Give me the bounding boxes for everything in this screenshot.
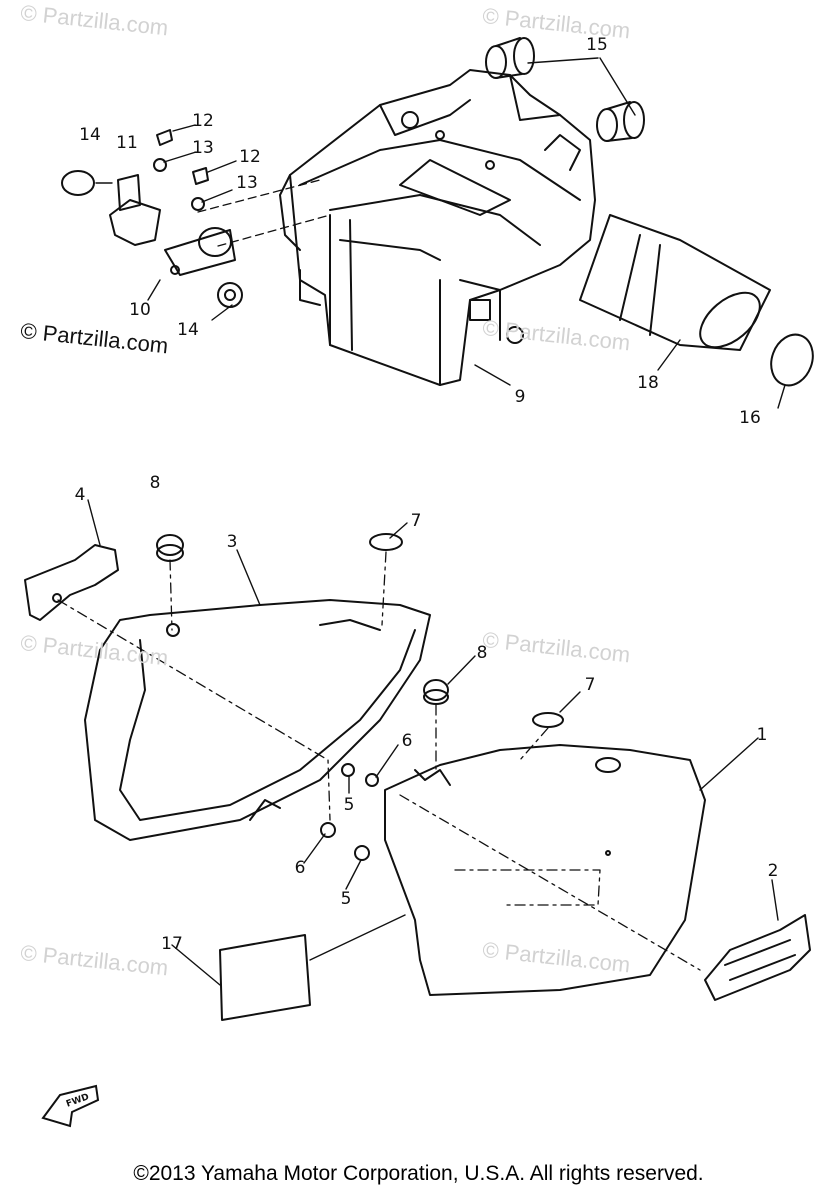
side-cover-bracket-left bbox=[24, 544, 119, 621]
callout-5: 5 bbox=[340, 889, 352, 909]
callout-14: 14 bbox=[177, 320, 199, 340]
caution-label bbox=[219, 934, 311, 1021]
callout-7: 7 bbox=[410, 511, 422, 531]
battery-box-frame bbox=[279, 69, 596, 386]
callout-8: 8 bbox=[476, 643, 488, 663]
callout-3: 3 bbox=[226, 532, 238, 552]
battery-band bbox=[770, 333, 814, 387]
collar-6b bbox=[365, 773, 379, 787]
callout-9: 9 bbox=[514, 387, 526, 407]
callout-8: 8 bbox=[149, 473, 161, 493]
callout-7: 7 bbox=[584, 675, 596, 695]
callout-15: 15 bbox=[586, 35, 608, 55]
callout-5: 5 bbox=[343, 795, 355, 815]
collar-6a bbox=[320, 822, 336, 838]
callout-2: 2 bbox=[767, 861, 779, 881]
damper-upper bbox=[485, 37, 535, 79]
grommet-8-right bbox=[423, 679, 449, 705]
callout-12: 12 bbox=[192, 111, 214, 131]
callout-16: 16 bbox=[739, 408, 761, 428]
callout-18: 18 bbox=[637, 373, 659, 393]
callout-6: 6 bbox=[294, 858, 306, 878]
battery-cover bbox=[579, 214, 771, 351]
damper-lower bbox=[596, 101, 645, 142]
callout-12: 12 bbox=[239, 147, 261, 167]
side-cover-left bbox=[84, 599, 431, 841]
grommet-7-left bbox=[369, 533, 403, 551]
side-cover-right bbox=[384, 744, 706, 996]
grommet-7-right bbox=[532, 712, 564, 728]
callout-6: 6 bbox=[401, 731, 413, 751]
collar-5a bbox=[354, 845, 370, 861]
bracket-assembly bbox=[61, 129, 243, 308]
callout-17: 17 bbox=[161, 934, 183, 954]
callout-11: 11 bbox=[116, 133, 138, 153]
callout-13: 13 bbox=[236, 173, 258, 193]
callout-10: 10 bbox=[129, 300, 151, 320]
grommet-8-left bbox=[156, 534, 184, 562]
callout-4: 4 bbox=[74, 485, 86, 505]
copyright-notice: ©2013 Yamaha Motor Corporation, U.S.A. A… bbox=[133, 1162, 704, 1185]
callout-14: 14 bbox=[79, 125, 101, 145]
callout-1: 1 bbox=[756, 725, 768, 745]
forward-arrow-icon bbox=[41, 1084, 100, 1128]
callout-13: 13 bbox=[192, 138, 214, 158]
emblem bbox=[704, 914, 811, 1001]
collar-5b bbox=[341, 763, 355, 777]
